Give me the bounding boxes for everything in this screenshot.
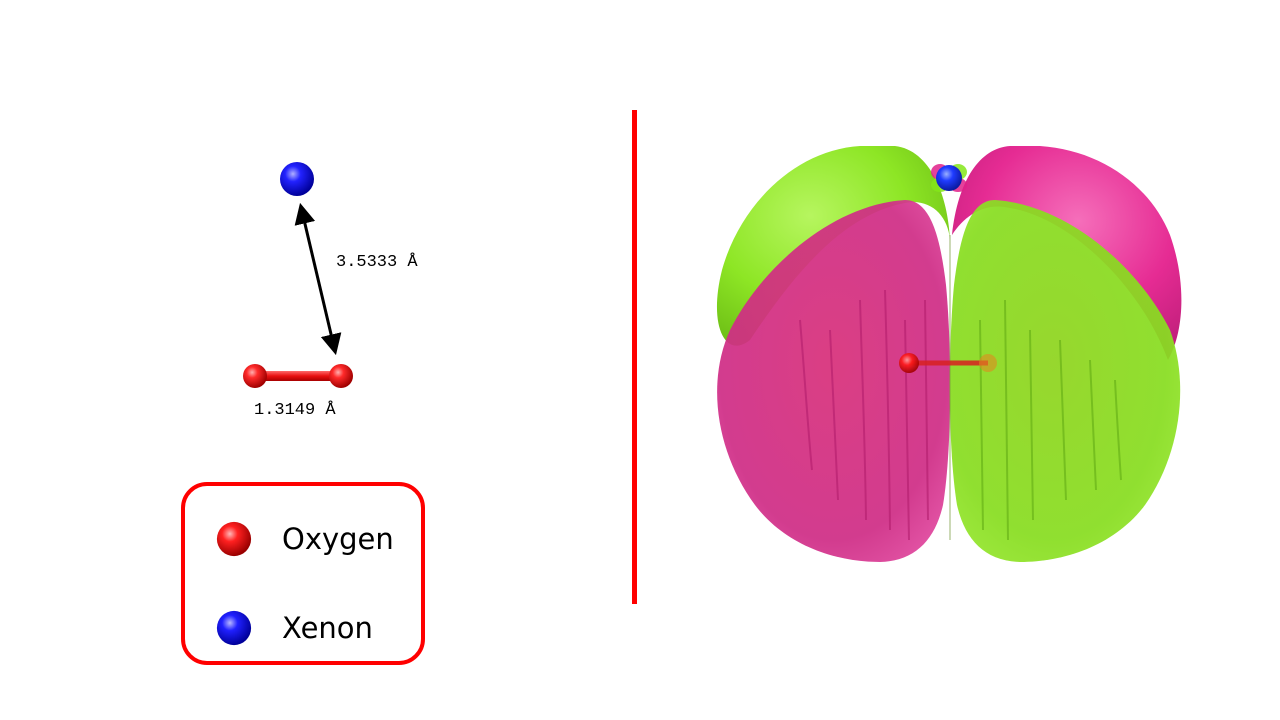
front-magenta-lobe [717,200,951,562]
xenon-atom [280,162,314,196]
oxygen-atom-icon [216,521,252,557]
legend: Oxygen Xenon [181,482,425,665]
green-lobe-streaks [979,299,1122,541]
legend-item-oxygen: Oxygen [215,519,394,559]
distance-arrow [294,202,342,356]
o-o-distance-label: 1.3149 Å [254,401,336,420]
legend-item-xenon: Xenon [215,608,373,648]
xe-o-distance-label: 3.5333 Å [336,253,418,272]
back-magenta-lobe [952,146,1182,360]
embedded-oxygen-atom-right [979,354,997,372]
oxygen-atom-right [329,364,353,388]
legend-label-oxygen: Oxygen [282,522,394,556]
embedded-oxygen-atom-left [899,353,919,373]
xenon-orbital-cluster [931,164,967,192]
xenon-atom-icon [216,610,252,646]
panel-divider [632,110,637,604]
legend-label-xenon: Xenon [282,611,373,645]
oxygen-bond [255,371,341,381]
magenta-lobe-streaks [799,289,929,541]
oxygen-atom-left [243,364,267,388]
